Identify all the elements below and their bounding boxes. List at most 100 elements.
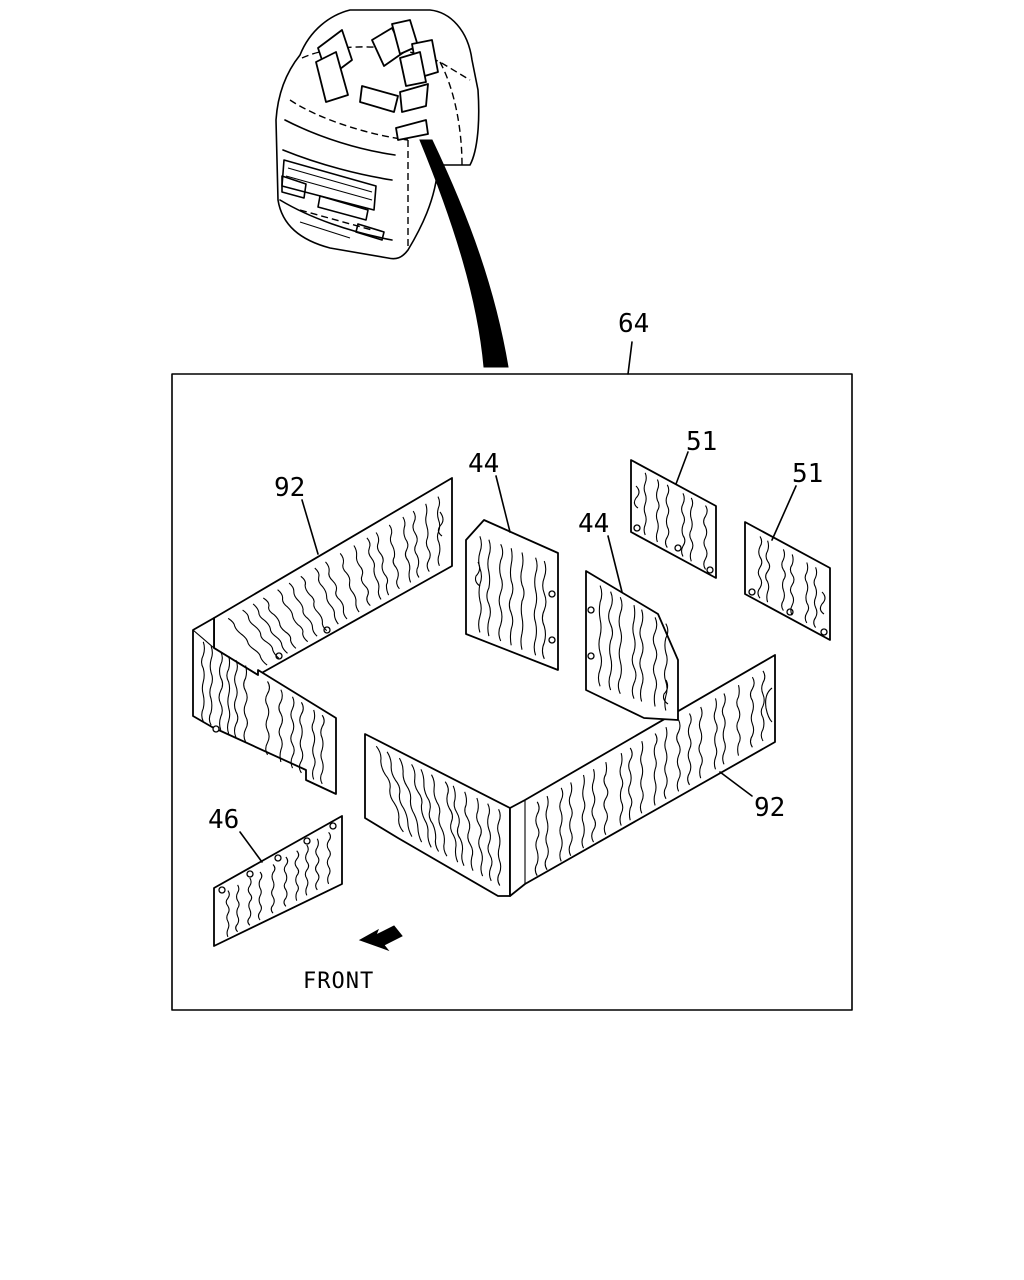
callout-92-rear: 92 — [274, 473, 305, 503]
grain-stroke — [320, 714, 325, 785]
grain-stroke — [643, 472, 647, 536]
grain-stroke — [242, 609, 280, 659]
leader-wedge — [419, 139, 509, 368]
grain-stroke — [476, 797, 484, 877]
grain-stroke — [487, 803, 493, 882]
grain-stroke — [436, 496, 441, 567]
grain-stroke — [581, 774, 586, 849]
grain-stroke — [541, 560, 547, 660]
panel-grain-texture — [201, 472, 818, 938]
grain-stroke — [314, 567, 339, 625]
grain-stroke — [315, 838, 320, 891]
grain-stroke — [325, 561, 348, 620]
grain-stroke — [388, 524, 400, 590]
grain-stroke — [263, 597, 297, 649]
grain-stroke — [311, 709, 316, 780]
grain-stroke — [398, 757, 423, 843]
grain-stroke — [736, 684, 741, 756]
kit-box — [171, 373, 853, 1011]
front-label: FRONT — [303, 969, 374, 994]
grain-stroke — [425, 503, 431, 572]
grain-stroke — [663, 726, 668, 800]
grain-stroke — [431, 774, 448, 857]
grain-stroke — [226, 655, 231, 734]
arrow-icon — [358, 925, 403, 952]
grain-stroke — [270, 864, 276, 914]
grain-stroke — [366, 537, 382, 600]
grain-stroke — [639, 609, 644, 702]
grain-stroke — [288, 582, 318, 637]
callout-51-right: 51 — [792, 459, 823, 489]
grain-stroke — [591, 769, 596, 843]
panel-44-right — [585, 570, 679, 721]
grain-stroke — [681, 493, 686, 557]
front-direction-indicator: FRONT — [303, 925, 403, 994]
grain-stroke — [402, 516, 412, 583]
grain-stroke — [533, 557, 538, 656]
grain-stroke — [478, 536, 482, 633]
grain-stroke — [721, 693, 726, 765]
grain-stroke — [603, 761, 609, 836]
grain-stroke — [498, 544, 504, 642]
grain-stroke — [290, 696, 295, 769]
grain-stroke — [757, 536, 763, 599]
grain-stroke — [689, 497, 694, 562]
panel-92-front — [364, 654, 776, 897]
grain-stroke — [386, 751, 413, 837]
grain-stroke — [749, 676, 755, 748]
grain-stroke — [687, 713, 692, 786]
grain-stroke — [233, 659, 239, 738]
grain-stroke — [208, 646, 213, 726]
grain-stroke — [326, 831, 331, 885]
grain-stroke — [544, 795, 549, 871]
grain-stroke — [375, 745, 404, 833]
grain-stroke — [663, 623, 669, 711]
grain-stroke — [294, 850, 300, 901]
grain-stroke — [508, 548, 514, 646]
grain-stroke — [283, 856, 289, 907]
grain-stroke — [375, 532, 390, 596]
grain-stroke — [703, 505, 708, 570]
grain-stroke — [617, 596, 623, 694]
grain-stroke — [444, 781, 459, 863]
callout-44-right: 44 — [578, 509, 609, 539]
grain-stroke — [225, 890, 230, 938]
grain-stroke — [265, 681, 270, 756]
grain-stroke — [631, 604, 637, 699]
grain-stroke — [676, 719, 681, 792]
callout-46: 46 — [208, 805, 239, 835]
grain-stroke — [235, 884, 240, 933]
panel-46-floor — [213, 815, 343, 947]
grain-stroke — [411, 764, 432, 848]
grain-stroke — [339, 553, 360, 613]
grain-stroke — [655, 479, 660, 543]
grain-stroke — [628, 747, 633, 821]
grain-stroke — [698, 706, 703, 779]
grain-stroke — [653, 733, 658, 806]
grain-stroke — [278, 689, 283, 763]
panel-92-rear — [192, 477, 453, 795]
grain-stroke — [452, 785, 465, 866]
grain-stroke — [760, 670, 766, 742]
grain-stroke — [412, 510, 420, 578]
callout-51-left: 51 — [686, 427, 717, 457]
grain-stroke — [300, 575, 328, 632]
grain-stroke — [520, 552, 525, 650]
grain-stroke — [813, 567, 818, 628]
grain-stroke — [713, 698, 718, 770]
grain-stroke — [464, 791, 474, 871]
grain-stroke — [597, 585, 603, 687]
grain-stroke — [201, 641, 205, 722]
grain-stroke — [277, 589, 309, 643]
grain-stroke — [353, 545, 371, 606]
grain-stroke — [664, 484, 670, 548]
grain-stroke — [497, 808, 502, 886]
grain-stroke — [243, 665, 248, 743]
grain-stroke — [804, 562, 810, 624]
grain-stroke — [639, 741, 644, 814]
grain-stroke — [534, 801, 540, 876]
grain-stroke — [559, 787, 564, 862]
panel-51-right — [744, 521, 831, 641]
grain-stroke — [420, 769, 440, 852]
